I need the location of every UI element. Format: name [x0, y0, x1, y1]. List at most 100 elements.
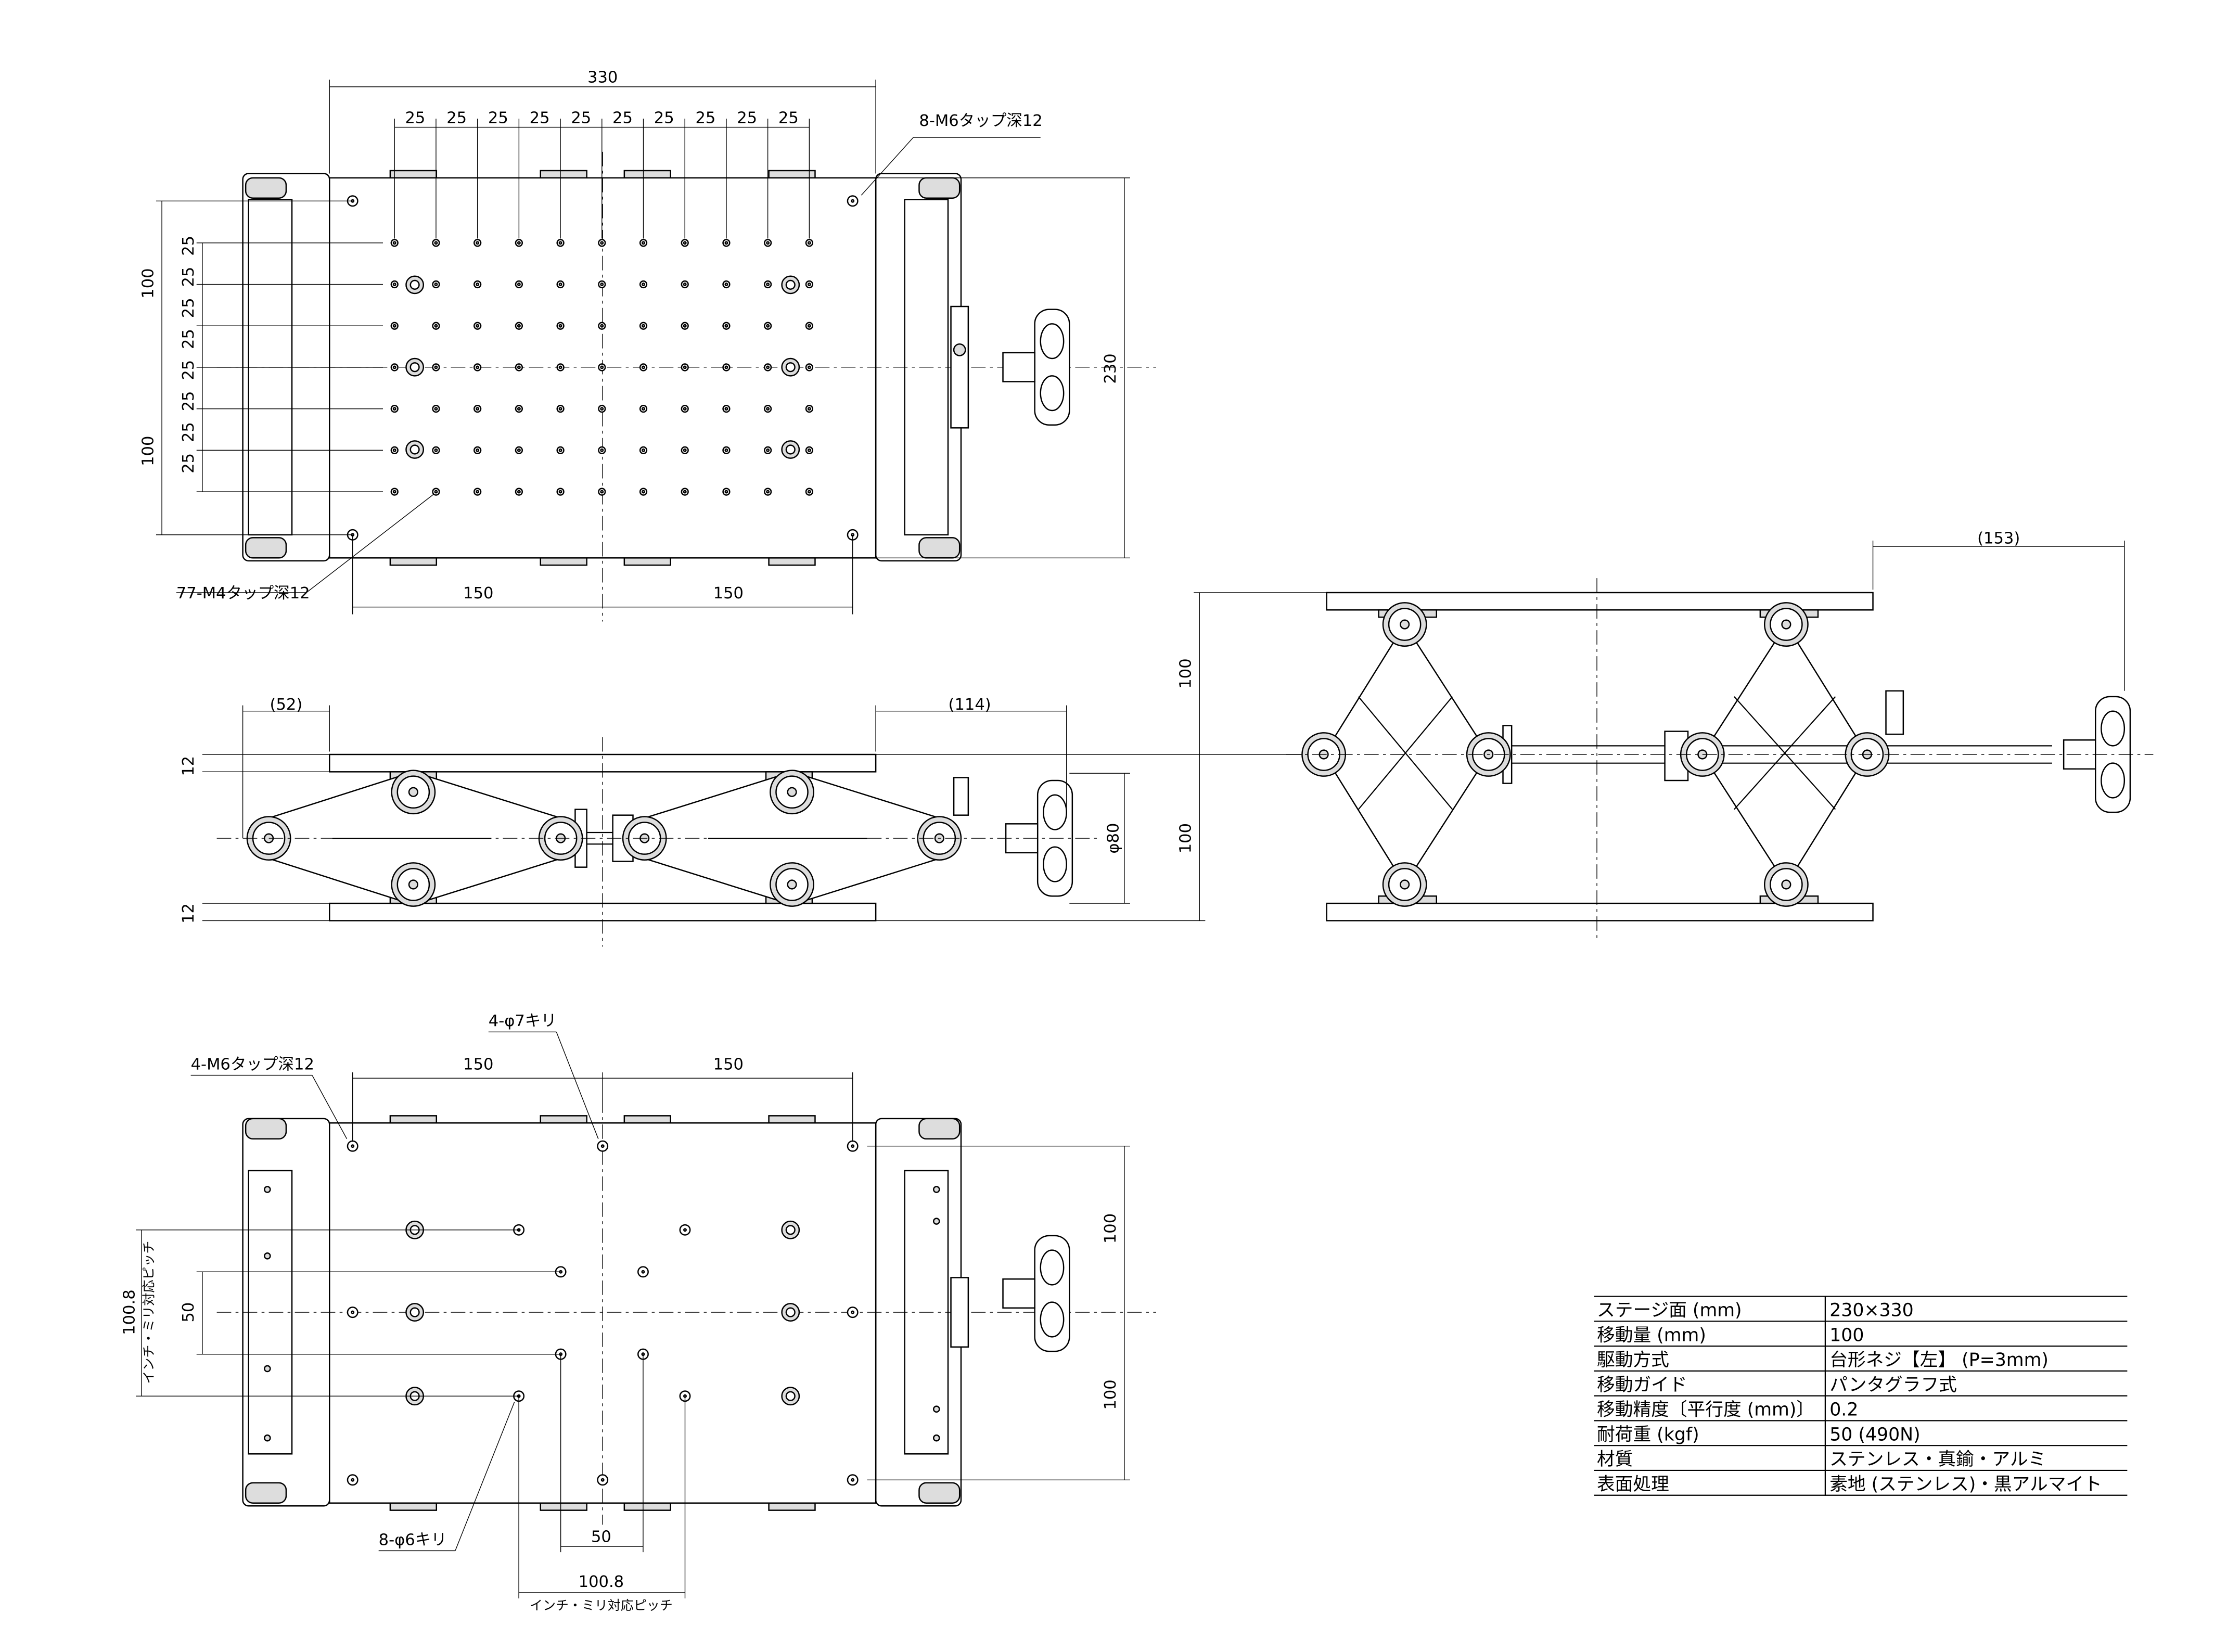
top-tab	[540, 170, 587, 179]
dim-25: 25	[654, 109, 674, 127]
side-view-dimensions: (52) (114) 12 12 100 φ80	[180, 696, 1195, 924]
hole-center	[434, 490, 438, 494]
hole-center	[807, 490, 811, 494]
hole-center	[351, 1478, 355, 1482]
dim-52: (52)	[270, 696, 303, 714]
bottom-tab	[389, 557, 438, 566]
grease-fitting	[953, 777, 969, 816]
hole-center	[683, 490, 687, 494]
dim-25: 25	[778, 109, 799, 127]
dim-330: 330	[587, 69, 618, 87]
dim-25-left: 25	[180, 329, 198, 349]
dim-153: (153)	[1977, 530, 2020, 548]
large-hole-inner	[409, 362, 420, 373]
hole-center	[766, 365, 770, 369]
knob-grip	[1040, 1249, 1065, 1286]
dim-100-right-lower: 100	[1102, 1379, 1120, 1410]
spec-row: 表面処理素地 (ステンレス)・黒アルマイト	[1594, 1474, 2128, 1496]
dim-150-top-right: 150	[713, 1055, 744, 1073]
hole-center	[807, 324, 811, 328]
foot	[245, 1482, 287, 1504]
large-hole-inner	[785, 279, 796, 290]
rail-screw	[264, 1365, 271, 1373]
dim-25-left: 25	[180, 267, 198, 287]
large-hole-inner	[785, 1307, 796, 1317]
dim-100-8-left: 100.8	[120, 1289, 138, 1335]
hole-center	[807, 241, 811, 245]
diag	[1734, 696, 1836, 810]
bottom-tab	[540, 1502, 587, 1511]
dim-50-bottom: 50	[591, 1528, 611, 1546]
roller-axle	[408, 787, 418, 797]
bottom-view-dimensions: 4-M6タップ深12 4-φ7キリ 150 150 100 100 100.8 …	[120, 1012, 1120, 1613]
roller-axle	[1781, 879, 1791, 890]
rail-screw	[264, 1434, 271, 1442]
hole-center	[434, 365, 438, 369]
top-tab	[768, 1115, 816, 1124]
hole-center	[807, 283, 811, 286]
foot	[918, 1118, 961, 1140]
hole-center	[766, 490, 770, 494]
hole-center	[642, 283, 645, 286]
top-tab	[768, 170, 816, 179]
dim-100-right-upper: 100	[1102, 1213, 1120, 1244]
hole-center	[683, 324, 687, 328]
hole-center	[434, 324, 438, 328]
dim-100-end: 100	[1177, 658, 1195, 688]
spec-row: 移動量 (mm)100	[1594, 1325, 2128, 1347]
hole-center	[724, 490, 728, 494]
dim-phi80: φ80	[1105, 823, 1123, 854]
hole-center	[600, 365, 604, 369]
dim-100-side: 100	[1177, 823, 1195, 853]
knob-grip	[1043, 794, 1067, 830]
dim-25-left: 25	[180, 360, 198, 380]
hole-center	[642, 407, 645, 411]
hole-center	[558, 490, 562, 494]
foot	[245, 1118, 287, 1140]
knob-grip	[1040, 323, 1065, 360]
top-tab	[389, 170, 438, 179]
foot	[245, 177, 287, 199]
hole-center	[807, 448, 811, 452]
roller-axle	[1781, 619, 1791, 630]
dim-230: 230	[1102, 353, 1120, 383]
hole-center	[851, 199, 855, 203]
dim-25-left: 25	[180, 453, 198, 473]
bottom-tab	[623, 557, 671, 566]
hole-center	[558, 283, 562, 286]
roller-axle	[1400, 619, 1410, 630]
hole-center	[807, 407, 811, 411]
hole-center	[434, 283, 438, 286]
hole-center	[476, 407, 480, 411]
hole-center	[392, 448, 396, 452]
large-hole-inner	[409, 279, 420, 290]
dim-25-left: 25	[180, 236, 198, 256]
hole-center	[392, 365, 396, 369]
large-hole-inner	[785, 444, 796, 455]
hole-center	[600, 448, 604, 452]
leader	[455, 1402, 515, 1551]
dim-114: (114)	[949, 696, 991, 714]
dim-100-lower: 100	[139, 436, 157, 466]
large-hole-inner	[785, 1391, 796, 1401]
spec-value: 台形ネジ【左】 (P=3mm)	[1829, 1350, 2049, 1371]
hole-center	[766, 324, 770, 328]
spec-label: 移動ガイド	[1597, 1375, 1687, 1395]
hole-center	[517, 324, 521, 328]
hole-center	[558, 324, 562, 328]
dim-150-top-left: 150	[463, 1055, 493, 1073]
roller-axle	[787, 879, 797, 890]
hole-center	[476, 490, 480, 494]
knob-hub	[1002, 1278, 1035, 1309]
roller-axle	[787, 787, 797, 797]
hole-center	[600, 1144, 605, 1148]
callout-77-m4: 77-M4タップ深12	[176, 584, 310, 603]
spec-value: 50 (490N)	[1829, 1424, 1920, 1445]
top-tab	[623, 1115, 671, 1124]
dim-25-left: 25	[180, 298, 198, 318]
knob-grip	[2101, 762, 2126, 799]
hole-center	[600, 407, 604, 411]
dim-25: 25	[488, 109, 508, 127]
hole-center	[392, 407, 396, 411]
